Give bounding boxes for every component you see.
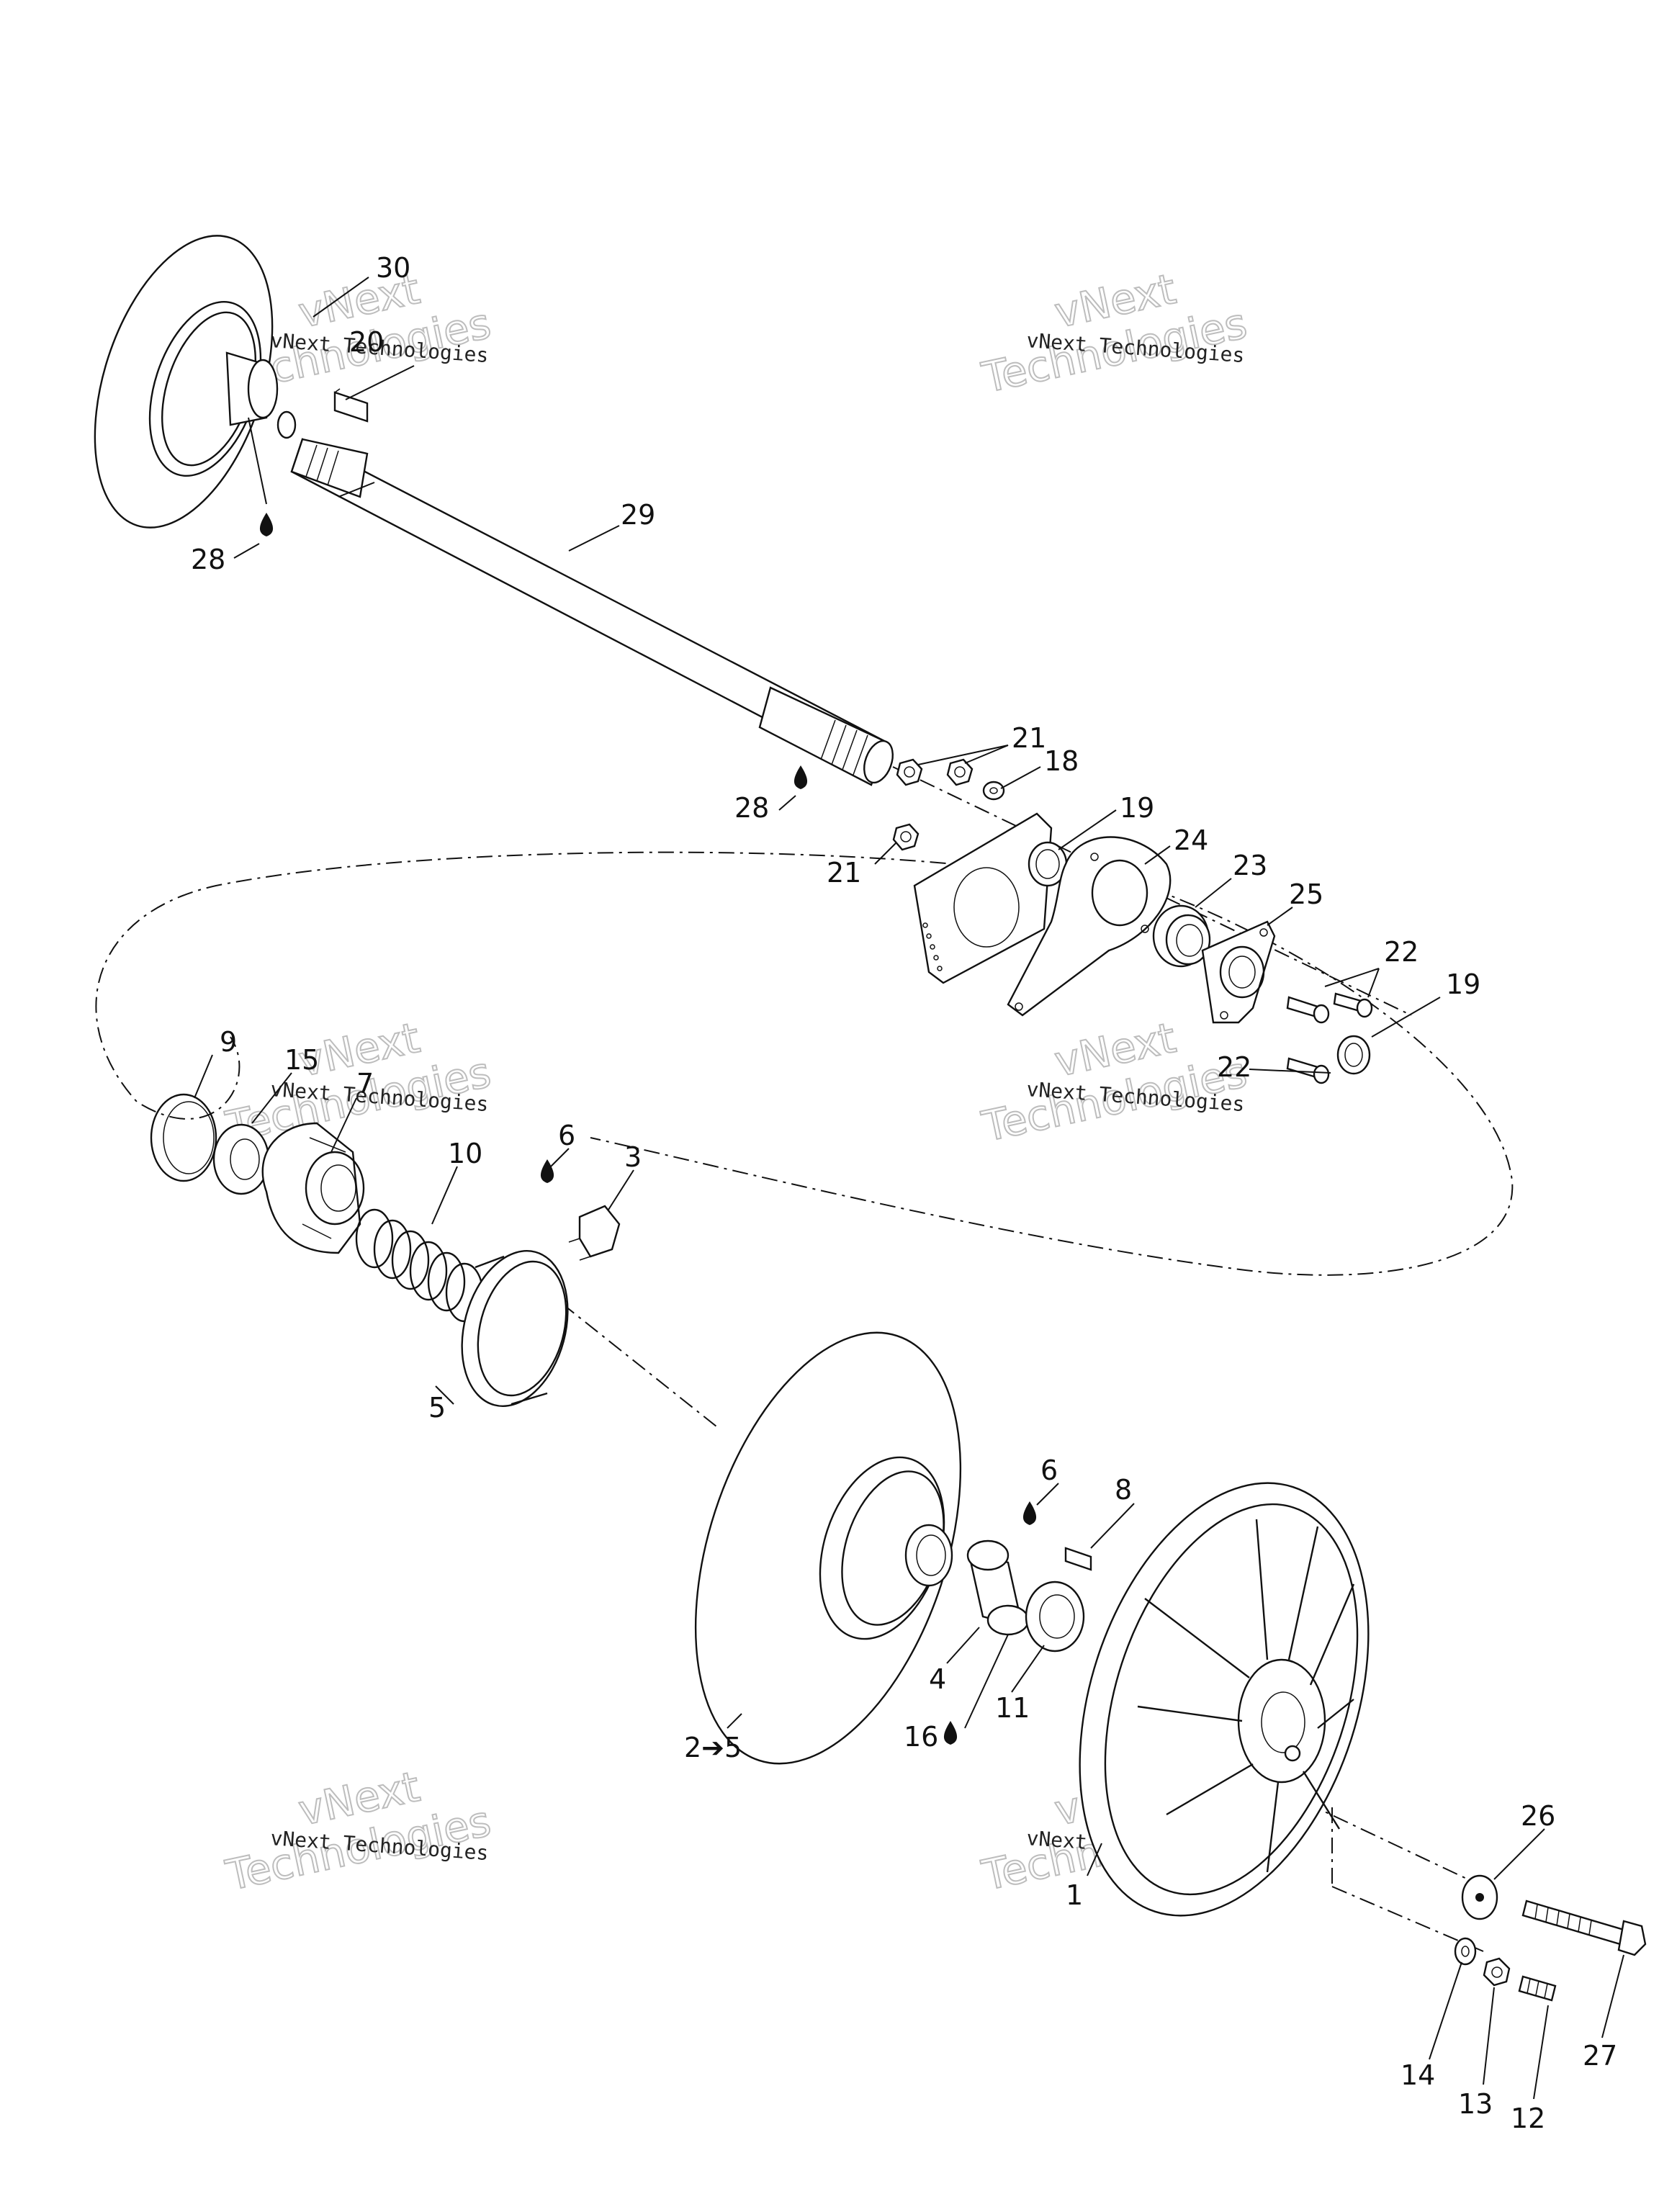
lube-drop-icon-28-top bbox=[259, 513, 274, 536]
callout-9: 9 bbox=[220, 1026, 237, 1058]
lube-drop-icon-28-bottom bbox=[793, 765, 808, 789]
callout-6-lower: 6 bbox=[1040, 1455, 1058, 1486]
part-5-ramp-ring bbox=[461, 1250, 569, 1407]
part-12-set-screw bbox=[1518, 1975, 1557, 2002]
lower-axis-line-2 bbox=[1223, 1763, 1484, 1887]
callout-6-upper: 6 bbox=[558, 1120, 575, 1151]
lower-axis-line-4 bbox=[1331, 1886, 1484, 1952]
part-22-bolt-b bbox=[1333, 992, 1373, 1018]
callout-3: 3 bbox=[624, 1141, 642, 1173]
callout-7: 7 bbox=[356, 1068, 374, 1100]
part-13-nut bbox=[1483, 1957, 1511, 1987]
lower-axis-line bbox=[561, 1303, 721, 1430]
watermark-bottom-left: vNext Technologies vNext Technologies bbox=[221, 1761, 496, 1901]
part-2-movable-sheave bbox=[694, 1331, 962, 1765]
callout-21-top: 21 bbox=[1012, 722, 1046, 754]
part-26-washer bbox=[1461, 1874, 1498, 1920]
watermark-top-right: vNext Technologies vNext Technologies bbox=[977, 264, 1252, 403]
callout-24: 24 bbox=[1174, 824, 1208, 856]
part-20-key bbox=[333, 388, 369, 423]
part-10-spring bbox=[355, 1208, 484, 1323]
part-7-cam bbox=[261, 1122, 365, 1254]
callout-29: 29 bbox=[621, 499, 655, 531]
callout-5: 5 bbox=[428, 1392, 446, 1424]
lube-drop-icon-6-upper bbox=[540, 1159, 554, 1183]
callout-28-top: 28 bbox=[191, 544, 225, 575]
callout-26: 26 bbox=[1521, 1800, 1555, 1832]
callout-8: 8 bbox=[1115, 1474, 1132, 1506]
part-27-bolt bbox=[1521, 1899, 1647, 1956]
part-23-bearing bbox=[1152, 904, 1211, 968]
callout-19-bottom: 19 bbox=[1446, 968, 1480, 1000]
part-25-bearing-housing bbox=[1201, 920, 1276, 1024]
callout-28-bottom: 28 bbox=[734, 792, 769, 824]
callout-15: 15 bbox=[284, 1044, 319, 1076]
callout-30: 30 bbox=[376, 252, 410, 284]
callout-14: 14 bbox=[1401, 2059, 1435, 2091]
part-3-slider-shoe bbox=[568, 1205, 621, 1261]
bearing-bracket-plate bbox=[913, 812, 1053, 984]
part-15-washer bbox=[212, 1123, 270, 1195]
part-30-fixed-sheave bbox=[94, 235, 279, 529]
callout-22-top: 22 bbox=[1384, 936, 1419, 968]
callout-10: 10 bbox=[448, 1138, 482, 1169]
callout-4: 4 bbox=[929, 1663, 946, 1695]
part-4-bushing bbox=[966, 1539, 1030, 1636]
part-18-washer bbox=[982, 781, 1005, 801]
part-22-bolt-a bbox=[1286, 996, 1330, 1024]
part-21-nut-a bbox=[896, 758, 923, 786]
part-21-nut-b bbox=[946, 758, 974, 786]
part-29-shaft bbox=[276, 410, 894, 786]
callout-11: 11 bbox=[995, 1692, 1030, 1724]
callout-20: 20 bbox=[349, 326, 384, 358]
part-24-flange-plate bbox=[1007, 836, 1172, 1017]
part-21-nut-c bbox=[892, 823, 920, 851]
lube-drop-icon-6-lower bbox=[1022, 1501, 1037, 1525]
lube-drop-icon-16 bbox=[943, 1721, 958, 1745]
callout-16: 16 bbox=[904, 1721, 938, 1753]
callout-2-5: 2➔5 bbox=[684, 1732, 742, 1763]
callout-25: 25 bbox=[1289, 878, 1323, 910]
part-9-circlip bbox=[150, 1093, 217, 1182]
callout-21-bottom: 21 bbox=[827, 857, 861, 889]
part-19-seal-ring-lower bbox=[1336, 1035, 1371, 1075]
belt-loop bbox=[95, 851, 1066, 1120]
part-14-washer bbox=[1454, 1937, 1477, 1966]
leader-lines bbox=[194, 276, 1624, 2100]
callout-13: 13 bbox=[1458, 2088, 1493, 2120]
callout-1: 1 bbox=[1066, 1879, 1083, 1911]
part-1-fixed-sheave bbox=[1079, 1482, 1370, 1917]
part-11-washer bbox=[1025, 1581, 1085, 1653]
callout-18: 18 bbox=[1044, 745, 1079, 777]
callout-27: 27 bbox=[1583, 2040, 1617, 2072]
callout-12: 12 bbox=[1511, 2103, 1545, 2134]
callout-23: 23 bbox=[1233, 850, 1267, 881]
part-8-key bbox=[1064, 1547, 1092, 1571]
callout-19-top: 19 bbox=[1120, 792, 1154, 824]
callout-22-bottom: 22 bbox=[1217, 1051, 1251, 1083]
watermark-mid-right: vNext Technologies vNext Technologies bbox=[977, 1012, 1252, 1152]
